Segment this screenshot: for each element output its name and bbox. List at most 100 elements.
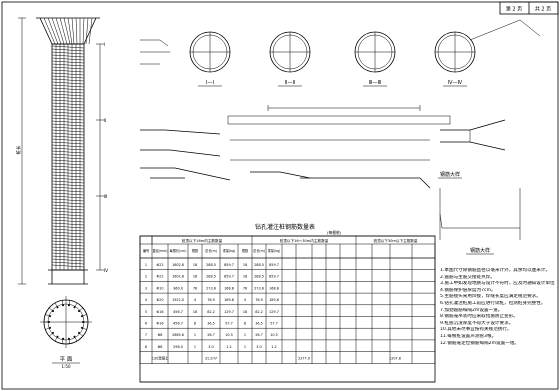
table-cell: 456.7 [173, 322, 183, 326]
table-cell: 2 [145, 275, 147, 279]
table-cell: 76 [243, 286, 247, 290]
table-col-header: 总长(m) [205, 248, 217, 253]
table-cell: 26.7 [207, 333, 215, 337]
table-cell: 1 [244, 345, 246, 349]
table-col-header: 根数 [192, 248, 199, 253]
table-cell: 76.9 [255, 298, 263, 302]
rebar-table: 钻孔灌注桩钢筋数量表 (每根桩) 桩顶以下16m内主筋数量桩顶以下16～30m内… [139, 223, 436, 383]
table-cell: Φ20 [157, 298, 164, 302]
table-cell: 1.2 [271, 345, 276, 349]
note-line: 12.钢筋笼定位钢筋每隔2m设置一组。 [440, 340, 520, 346]
svg-text:Ⅰ: Ⅰ [104, 42, 105, 48]
table-cell: Φ16 [157, 310, 164, 314]
section-1: Ⅰ—Ⅰ [189, 31, 231, 87]
section-1-label: Ⅰ—Ⅰ [206, 80, 214, 86]
table-cell: 859.7 [224, 263, 234, 267]
table-cell: 76 [193, 286, 197, 290]
table-cell: 1602.8 [172, 275, 184, 279]
table-subtitle: (每根桩) [327, 230, 342, 235]
table-cell: 36.5 [255, 322, 263, 326]
table-cell: 2665.6 [172, 333, 184, 337]
note-line: 6.钻孔灌注桩施工前应进行试桩，检测桩身完整性。 [440, 300, 546, 306]
table-cell: 57.7 [225, 322, 233, 326]
table-cell: 456.7 [173, 310, 183, 314]
table-cell: 5 [145, 310, 147, 314]
table-col-header: 直径(mm) [152, 248, 167, 253]
table-cell: 4 [244, 298, 246, 302]
table-col-header: 重量(kg) [223, 248, 236, 253]
table-cell: Φ22 [157, 263, 164, 267]
table-cell: 129.7 [224, 310, 234, 314]
section-2-label: Ⅱ—Ⅱ [285, 80, 295, 86]
table-cell: 859.7 [269, 263, 279, 267]
cross-sections: Ⅰ—Ⅰ Ⅱ—Ⅱ Ⅲ—Ⅲ Ⅳ—Ⅳ [140, 19, 541, 87]
table-cell: 288.5 [206, 263, 216, 267]
note-line: 3.施工中如发现地质与设计不符时，应及时通知设计单位。 [440, 281, 555, 287]
table-cell: 8 [244, 322, 246, 326]
table-cell: 18 [243, 275, 247, 279]
note-line: 1.本图尺寸除钢筋直径以毫米计外，其余均以厘米计。 [440, 268, 551, 273]
table-cell: 1 [194, 345, 196, 349]
table-cell: 76.9 [207, 298, 215, 302]
table-total-label: C30混凝土 [152, 356, 169, 361]
table-cell: 1922.0 [172, 298, 184, 302]
table-cell: 360.0 [173, 286, 183, 290]
table-col-header: 重量(kg) [268, 248, 281, 253]
table-cell: 1 [244, 333, 246, 337]
table-cell: 288.5 [206, 275, 216, 279]
table-cell: 273.6 [254, 286, 264, 290]
table-cell: 18 [193, 263, 197, 267]
spiral-detail: 钢筋大样 [439, 188, 521, 255]
rebar-detail-label-1: 钢筋大样 [440, 171, 460, 178]
table-cell: 82.2 [207, 310, 215, 314]
table-cell: 8 [194, 322, 196, 326]
section-3-label: Ⅲ—Ⅲ [369, 80, 381, 86]
rebar-shapes: 钢筋大样 [140, 105, 506, 189]
table-cell: Φ16 [157, 322, 164, 326]
table-total-value: 31.2m³ [205, 357, 218, 361]
note-line: 7.加劲箍筋每隔2m设置一道。 [440, 307, 503, 313]
svg-text:Ⅱ: Ⅱ [104, 118, 106, 124]
table-cell: 18 [193, 310, 197, 314]
notes-block: 1.本图尺寸除钢筋直径以毫米计外，其余均以厘米计。2.箍筋与主筋交接处点焊。3.… [440, 268, 555, 347]
note-line: 9.桩底沉渣厚度不得大于设计要求。 [440, 320, 514, 326]
pile-elevation: 桩长 Ⅰ Ⅱ Ⅲ Ⅳ [15, 17, 109, 285]
pile-length-label: 桩长 [15, 145, 22, 154]
table-cell: 3.0 [256, 345, 261, 349]
table-col-header: 根数 [242, 248, 249, 253]
table-col-header: 每根长(cm) [170, 248, 187, 253]
table-cell: Φ22 [157, 275, 164, 279]
table-cell: 288.5 [254, 263, 264, 267]
table-cell: 8 [145, 345, 147, 349]
table-cell: Φ8 [158, 333, 163, 337]
table-cell: 1602.8 [172, 263, 184, 267]
section-4: Ⅳ—Ⅳ [434, 19, 541, 87]
table-group-header: 桩顶以下16～30m内主筋数量 [280, 238, 329, 243]
table-col-header: 总长(m) [253, 248, 265, 253]
rebar-detail-label-2: 钢筋大样 [470, 247, 490, 254]
table-cell: 18 [243, 310, 247, 314]
note-line: 11.每根桩设置声测管3根。 [440, 333, 497, 339]
table-cell: 57.7 [270, 322, 278, 326]
plan-title: 平 面 [60, 356, 73, 363]
table-cell: 82.2 [255, 310, 263, 314]
section-4-label: Ⅳ—Ⅳ [448, 80, 463, 86]
table-cell: Φ10 [157, 286, 164, 290]
table-title: 钻孔灌注桩钢筋数量表 [255, 223, 315, 231]
table-cell: 3 [145, 286, 147, 290]
table-cell: 168.8 [269, 286, 279, 290]
table-cell: 36.5 [207, 322, 215, 326]
svg-text:Ⅲ: Ⅲ [104, 194, 107, 200]
note-line: 2.箍筋与主筋交接处点焊。 [440, 274, 495, 280]
svg-text:Ⅳ: Ⅳ [104, 268, 109, 274]
table-cell: 18 [243, 263, 247, 267]
table-cell: 3.0 [208, 345, 213, 349]
table-cell: 859.7 [269, 275, 279, 279]
note-line: 4.钢筋保护层厚度为7cm。 [440, 287, 496, 293]
table-cell: 189.6 [224, 298, 234, 302]
table-cell: 4 [145, 298, 147, 302]
table-cell: 6 [145, 322, 147, 326]
table-cell: 10.5 [225, 333, 233, 337]
table-cell: 1 [194, 333, 196, 337]
